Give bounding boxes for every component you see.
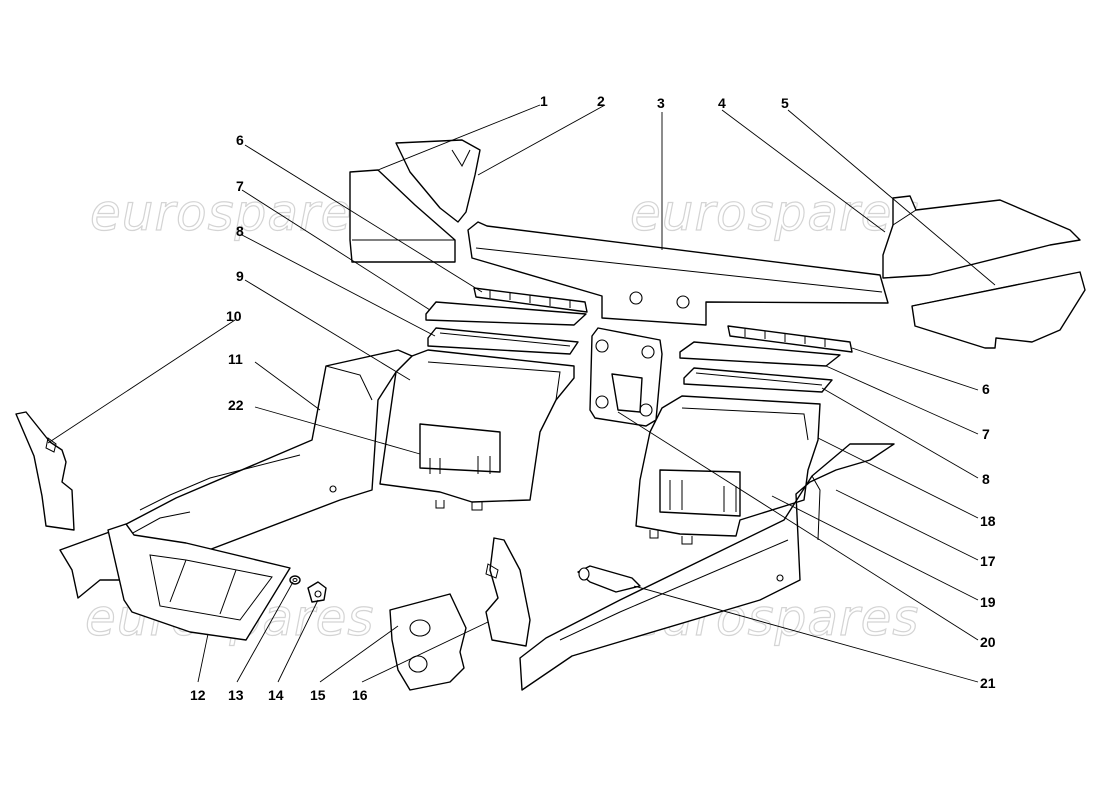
part-20-plate bbox=[589, 327, 663, 427]
callout-6-right: 6 bbox=[982, 381, 990, 397]
watermark-top-right: eurospares bbox=[630, 184, 919, 242]
part-9-box-left bbox=[379, 349, 575, 511]
callout-labels: 1 2 3 4 5 6 7 8 9 10 11 22 6 7 8 18 17 1… bbox=[190, 93, 996, 703]
callout-1: 1 bbox=[540, 93, 548, 109]
part-1-panel bbox=[349, 169, 456, 263]
callout-2: 2 bbox=[597, 93, 605, 109]
callout-10: 10 bbox=[226, 308, 242, 324]
part-2-panel bbox=[395, 139, 481, 223]
part-8-seal-left bbox=[427, 327, 579, 355]
callout-18: 18 bbox=[980, 513, 996, 529]
leader-lines bbox=[47, 104, 996, 683]
part-15-plate bbox=[389, 593, 467, 691]
callout-19: 19 bbox=[980, 594, 996, 610]
callout-14: 14 bbox=[268, 687, 284, 703]
part-8-seal-right bbox=[683, 367, 833, 393]
part-12-frame bbox=[107, 523, 291, 641]
watermark-top-left: eurospares bbox=[90, 184, 379, 242]
callout-9: 9 bbox=[236, 268, 244, 284]
callout-6-left: 6 bbox=[236, 132, 244, 148]
callout-15: 15 bbox=[310, 687, 326, 703]
callout-11: 11 bbox=[228, 351, 243, 367]
part-6-hinge-left bbox=[473, 287, 588, 313]
part-21-clip bbox=[577, 565, 641, 593]
callout-21: 21 bbox=[980, 675, 996, 691]
callout-12: 12 bbox=[190, 687, 206, 703]
part-17-sill-right bbox=[519, 443, 895, 691]
part-16-bracket bbox=[485, 537, 531, 647]
callout-7-left: 7 bbox=[236, 178, 244, 194]
part-7-lid-left bbox=[425, 301, 587, 326]
callout-16: 16 bbox=[352, 687, 368, 703]
part-10-bracket bbox=[15, 411, 75, 531]
callout-13: 13 bbox=[228, 687, 244, 703]
callout-4: 4 bbox=[718, 95, 726, 111]
watermark-layer: eurospares eurospares eurospares eurospa… bbox=[84, 183, 919, 647]
callout-22: 22 bbox=[228, 397, 244, 413]
callout-5: 5 bbox=[781, 95, 789, 111]
part-6-hinge-right bbox=[727, 325, 853, 353]
callout-20: 20 bbox=[980, 634, 996, 650]
part-18-box-right bbox=[635, 395, 821, 545]
callout-17: 17 bbox=[980, 553, 996, 569]
callout-8-left: 8 bbox=[236, 223, 244, 239]
part-11-sill-left bbox=[59, 349, 413, 599]
part-7-lid-right bbox=[679, 341, 841, 367]
part-5-cover bbox=[911, 271, 1086, 349]
callout-8-right: 8 bbox=[982, 471, 990, 487]
part-4-cover bbox=[882, 195, 1081, 279]
part-3-crossmember bbox=[467, 221, 889, 326]
callout-3: 3 bbox=[657, 95, 665, 111]
callout-7-right: 7 bbox=[982, 426, 990, 442]
part-14-bolt bbox=[307, 581, 327, 603]
part-13-washer bbox=[289, 575, 301, 585]
